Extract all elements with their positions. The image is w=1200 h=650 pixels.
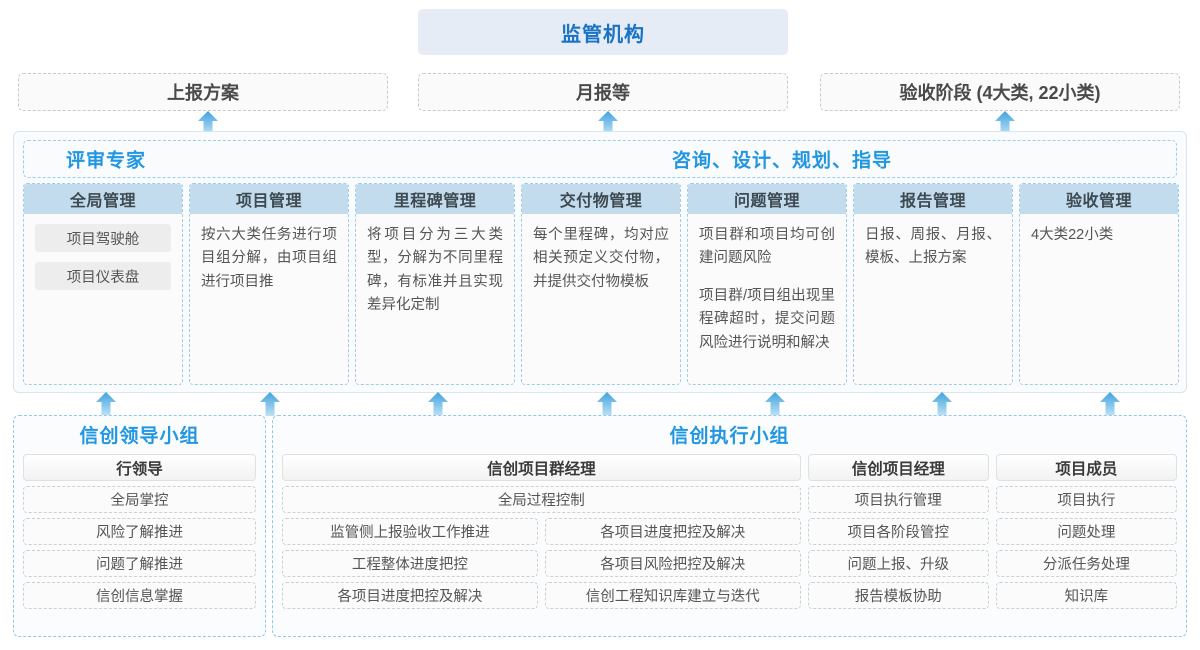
- task-item[interactable]: 各项目进度把控及解决: [282, 582, 538, 609]
- module-card-row: 全局管理 项目驾驶舱 项目仪表盘 项目管理 按六大类任务进行项目组分解，由项目组…: [23, 183, 1179, 385]
- task-item[interactable]: 分派任务处理: [995, 550, 1177, 577]
- task-item[interactable]: 项目各阶段管控: [807, 518, 989, 545]
- module-card-issue[interactable]: 问题管理 项目群和项目均可创建问题风险 项目群/项目组出现里程碑超时，提交问题风…: [687, 183, 847, 385]
- program-manager-tasks-left: 监管侧上报验收工作推进 工程整体进度把控 各项目进度把控及解决: [282, 518, 538, 609]
- task-item[interactable]: 信创工程知识库建立与迭代: [544, 582, 801, 609]
- task-item[interactable]: 项目执行: [995, 486, 1177, 513]
- card-paragraph: 将项目分为三大类型，分解为不同里程碑，有标准并且实现差异化定制: [367, 227, 503, 314]
- card-title: 报告管理: [854, 184, 1012, 214]
- platform-panel: 评审专家 咨询、设计、规划、指导 全局管理 项目驾驶舱 项目仪表盘 项目管理 按…: [13, 131, 1187, 393]
- exec-group-title: 信创执行小组: [669, 426, 790, 447]
- module-card-deliverable[interactable]: 交付物管理 每个里程碑，均对应相关预定义交付物，并提供交付物模板: [521, 183, 681, 385]
- module-card-report[interactable]: 报告管理 日报、周报、月报、模板、上报方案: [853, 183, 1013, 385]
- authority-box: 监管机构: [418, 9, 788, 55]
- up-arrow-icon: [1100, 392, 1120, 416]
- up-arrow-icon: [260, 392, 280, 416]
- task-item[interactable]: 全局掌控: [23, 486, 256, 513]
- task-item[interactable]: 项目执行管理: [807, 486, 989, 513]
- up-arrow-icon: [597, 392, 617, 416]
- task-item[interactable]: 问题了解推进: [23, 550, 256, 577]
- leader-group-title: 信创领导小组: [79, 426, 200, 447]
- report-box-monthly: 月报等: [418, 73, 788, 111]
- advisory-band: 评审专家 咨询、设计、规划、指导: [23, 140, 1177, 178]
- card-title: 全局管理: [24, 184, 182, 214]
- card-title: 验收管理: [1020, 184, 1178, 214]
- up-arrow-icon: [765, 392, 785, 416]
- up-arrow-icon: [932, 392, 952, 416]
- task-item[interactable]: 报告模板协助: [807, 582, 989, 609]
- consulting-label: 咨询、设计、规划、指导: [672, 150, 893, 172]
- card-paragraph: 项目群和项目均可创建问题风险: [699, 227, 835, 267]
- leader-group-panel: 信创领导小组 行领导 全局掌控 风险了解推进 问题了解推进 信创信息掌握: [13, 415, 266, 637]
- task-item[interactable]: 问题上报、升级: [807, 550, 989, 577]
- card-paragraph: 每个里程碑，均对应相关预定义交付物，并提供交付物模板: [533, 227, 669, 290]
- card-title: 里程碑管理: [356, 184, 514, 214]
- role-header-program-manager[interactable]: 信创项目群经理: [282, 454, 801, 481]
- module-card-global[interactable]: 全局管理 项目驾驶舱 项目仪表盘: [23, 183, 183, 385]
- module-card-project[interactable]: 项目管理 按六大类任务进行项目组分解，由项目组进行项目推: [189, 183, 349, 385]
- task-item[interactable]: 各项目风险把控及解决: [544, 550, 801, 577]
- up-arrow-icon: [995, 111, 1015, 135]
- project-manager-column: 信创项目经理 项目执行管理 项目各阶段管控 问题上报、升级 报告模板协助: [807, 454, 989, 609]
- card-paragraph: 按六大类任务进行项目组分解，由项目组进行项目推: [201, 227, 337, 290]
- module-pill[interactable]: 项目驾驶舱: [35, 224, 171, 252]
- role-header-project-manager[interactable]: 信创项目经理: [807, 454, 989, 481]
- report-box-plan: 上报方案: [18, 73, 388, 111]
- up-arrow-icon: [198, 111, 218, 135]
- module-card-milestone[interactable]: 里程碑管理 将项目分为三大类型，分解为不同里程碑，有标准并且实现差异化定制: [355, 183, 515, 385]
- task-item[interactable]: 信创信息掌握: [23, 582, 256, 609]
- role-header-bank-leader[interactable]: 行领导: [23, 454, 256, 481]
- card-title: 交付物管理: [522, 184, 680, 214]
- task-item[interactable]: 各项目进度把控及解决: [544, 518, 801, 545]
- module-card-acceptance[interactable]: 验收管理 4大类22小类: [1019, 183, 1179, 385]
- up-arrow-icon: [598, 111, 618, 135]
- project-member-column: 项目成员 项目执行 问题处理 分派任务处理 知识库: [995, 454, 1177, 609]
- review-expert-label: 评审专家: [66, 150, 147, 172]
- card-title: 问题管理: [688, 184, 846, 214]
- up-arrow-icon: [428, 392, 448, 416]
- card-paragraph: 项目群/项目组出现里程碑超时，提交问题风险进行说明和解决: [699, 287, 835, 351]
- card-paragraph: 日报、周报、月报、模板、上报方案: [865, 227, 1001, 267]
- role-header-project-member[interactable]: 项目成员: [995, 454, 1177, 481]
- task-item[interactable]: 风险了解推进: [23, 518, 256, 545]
- task-item[interactable]: 问题处理: [995, 518, 1177, 545]
- task-item[interactable]: 监管侧上报验收工作推进: [282, 518, 538, 545]
- report-box-acceptance: 验收阶段 (4大类, 22小类): [820, 73, 1180, 111]
- module-pill[interactable]: 项目仪表盘: [35, 262, 171, 290]
- card-paragraph: 4大类22小类: [1031, 227, 1114, 243]
- up-arrow-icon: [96, 392, 116, 416]
- task-item[interactable]: 工程整体进度把控: [282, 550, 538, 577]
- task-item[interactable]: 全局过程控制: [282, 486, 801, 513]
- task-item[interactable]: 知识库: [995, 582, 1177, 609]
- exec-group-panel: 信创执行小组 信创项目群经理 全局过程控制 监管侧上报验收工作推进 工程整体进度…: [272, 415, 1187, 637]
- program-manager-tasks-right: 各项目进度把控及解决 各项目风险把控及解决 信创工程知识库建立与迭代: [544, 518, 801, 609]
- card-title: 项目管理: [190, 184, 348, 214]
- program-manager-column: 信创项目群经理 全局过程控制 监管侧上报验收工作推进 工程整体进度把控 各项目进…: [282, 454, 801, 609]
